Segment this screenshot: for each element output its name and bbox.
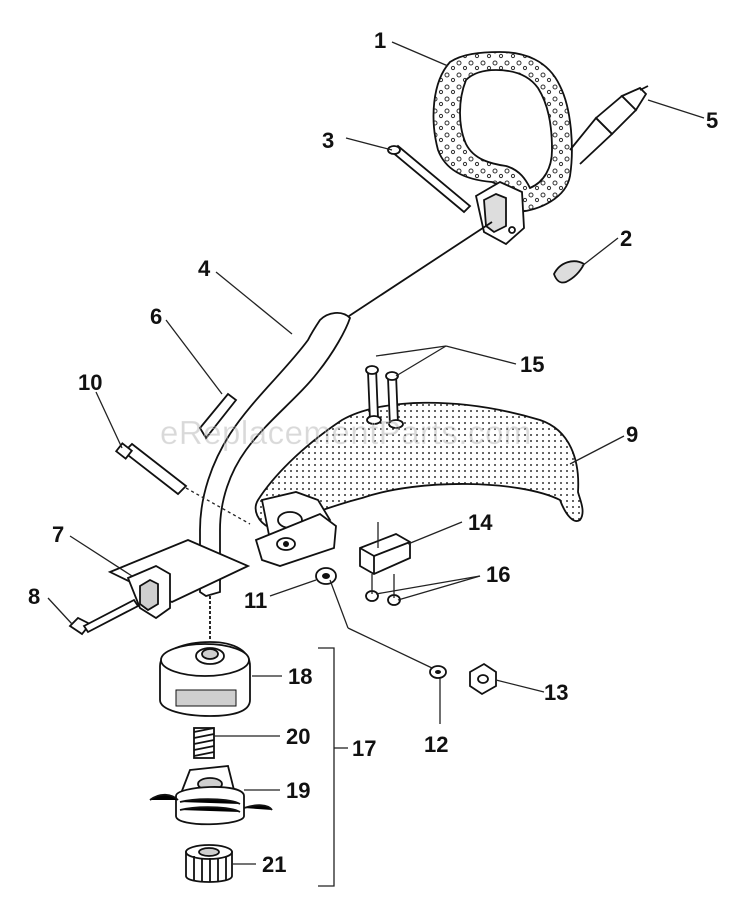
line-cutter-block xyxy=(359,533,411,576)
callout-16: 16 xyxy=(486,562,511,587)
sleeve xyxy=(198,392,238,440)
bracket-bolt xyxy=(68,598,140,636)
callout-20: 20 xyxy=(286,724,311,749)
spool-housing xyxy=(159,641,251,717)
wing-clip xyxy=(553,260,586,284)
handle-clamp xyxy=(474,180,525,246)
callout-19: 19 xyxy=(286,778,311,803)
callout-7: 7 xyxy=(52,522,65,547)
callout-9: 9 xyxy=(626,422,639,447)
callout-13: 13 xyxy=(544,680,569,705)
callout-14: 14 xyxy=(468,510,493,535)
hex-nut xyxy=(469,662,497,696)
callout-2: 2 xyxy=(620,226,633,251)
callout-5: 5 xyxy=(706,108,719,133)
handle-screw xyxy=(387,144,472,214)
long-bolt xyxy=(114,442,251,525)
callout-18: 18 xyxy=(288,664,313,689)
leader-lines xyxy=(47,41,705,865)
loop-handle xyxy=(432,51,573,213)
callout-6: 6 xyxy=(150,304,163,329)
shield-screws xyxy=(365,365,404,429)
lock-washer xyxy=(429,665,447,679)
callout-8: 8 xyxy=(28,584,41,609)
callout-21: 21 xyxy=(262,852,287,877)
watermark: eReplacementParts.com xyxy=(160,414,532,452)
washer xyxy=(315,567,337,585)
callout-10: 10 xyxy=(78,370,103,395)
spool xyxy=(149,765,273,826)
callout-1: 1 xyxy=(374,28,387,53)
assembly-bracket-17 xyxy=(318,647,348,887)
callout-12: 12 xyxy=(424,732,449,757)
bracket-plate xyxy=(107,539,251,620)
bump-knob xyxy=(185,844,233,883)
callout-4: 4 xyxy=(198,256,211,281)
callout-11: 11 xyxy=(244,588,268,613)
callout-3: 3 xyxy=(322,128,335,153)
cable-end xyxy=(569,85,649,165)
callout-15: 15 xyxy=(520,352,545,377)
callout-17: 17 xyxy=(352,736,377,761)
spring xyxy=(193,727,215,759)
pivot-arm xyxy=(254,512,337,567)
